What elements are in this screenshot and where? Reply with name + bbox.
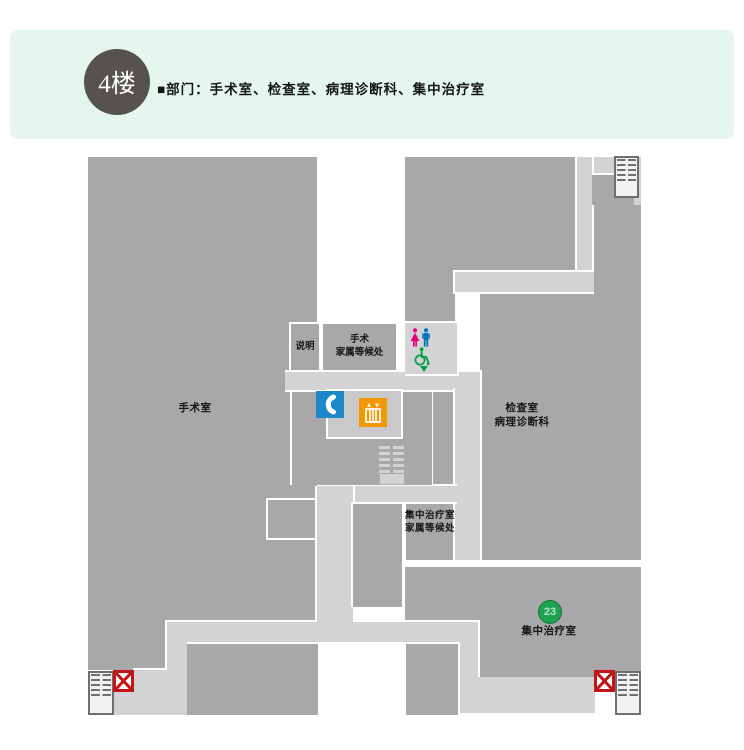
corridor-bottomleft-pad xyxy=(133,668,167,692)
department-list-line: ■部门：手术室、检查室、病理诊断科、集中治疗室 xyxy=(157,82,486,97)
room-number: 23 xyxy=(543,606,557,618)
corridor-exam-vertical xyxy=(453,388,482,560)
icu-family-waiting-label: 集中治疗室 家属等候处 xyxy=(398,510,462,536)
floor-number-badge: 4楼 xyxy=(84,49,150,115)
surgery-waiting-line2: 家属等候处 xyxy=(335,348,384,358)
exam-room-text: 检查室 xyxy=(505,403,539,414)
elevator-glyph xyxy=(365,403,381,423)
wheelchair-pointer-icon xyxy=(420,366,428,372)
operating-room-block xyxy=(88,157,317,622)
stairs-icon xyxy=(88,671,114,715)
surgery-waiting-line1: 手术 xyxy=(349,335,369,345)
woman-restroom-icon xyxy=(410,328,420,347)
icu-label: 集中治疗室 xyxy=(497,625,601,639)
icu-text: 集中治疗室 xyxy=(521,626,577,637)
wheelchair-icon xyxy=(413,347,431,366)
stairs-rungs xyxy=(617,159,636,183)
icu-waiting-line1: 集中治疗室 xyxy=(404,511,455,521)
corridor-bottomleft-vertical xyxy=(165,642,189,715)
icu-block-top xyxy=(405,567,641,622)
surgery-family-waiting-box: 手术 家属等候处 xyxy=(321,322,398,372)
corridor-topright-vertical xyxy=(575,157,594,294)
corridor-mid-vertical xyxy=(315,486,355,622)
room-number-badge: 23 xyxy=(538,600,562,624)
exam-block-rightcol xyxy=(592,205,641,292)
bottomleft-block xyxy=(187,642,318,715)
x-glyph xyxy=(597,673,612,689)
stairs-landing-tab xyxy=(380,474,404,484)
stairs-rungs xyxy=(91,674,111,699)
lower-middle-block xyxy=(351,502,402,607)
no-entry-icon xyxy=(113,670,134,692)
stairs-icon xyxy=(615,671,641,715)
central-utility-sliver xyxy=(433,392,453,484)
exam-block-leftcol xyxy=(405,272,455,321)
stairs-icon xyxy=(614,156,639,198)
operating-room-block-lower xyxy=(88,622,167,670)
legend-label: 说明 xyxy=(295,341,315,352)
corridor-exam-horizontal xyxy=(453,270,594,294)
operating-room-label: 手术室 xyxy=(145,402,245,416)
man-restroom-icon xyxy=(421,328,431,347)
x-glyph xyxy=(116,673,131,689)
no-entry-icon xyxy=(594,670,615,692)
stairs-icon xyxy=(379,446,404,474)
icu-block-lower xyxy=(478,622,641,677)
woman-glyph xyxy=(410,328,420,347)
operating-room-text: 手术室 xyxy=(178,403,212,414)
exam-block-main xyxy=(480,292,641,560)
corridor-bottomright-strip xyxy=(480,675,595,698)
elevator-icon xyxy=(359,398,387,427)
phone-glyph xyxy=(325,394,336,415)
exam-block-topleft xyxy=(405,157,577,272)
corridor-icu-vertical xyxy=(458,620,480,713)
wheelchair-glyph xyxy=(414,347,430,366)
icu-waiting-line2: 家属等候处 xyxy=(404,524,455,534)
stairs-rungs xyxy=(618,674,638,699)
floor-number-label: 4楼 xyxy=(98,71,136,98)
man-glyph xyxy=(422,328,430,347)
icu-block-leftcol xyxy=(406,642,460,715)
corridor-bottom-band xyxy=(165,620,458,644)
exam-pathology-label: 检查室 病理诊断科 xyxy=(472,402,572,430)
icu-family-waiting-box xyxy=(406,502,455,560)
pathology-text: 病理诊断科 xyxy=(494,417,550,428)
legend-box: 说明 xyxy=(289,322,321,372)
phone-icon xyxy=(316,391,344,418)
outlined-room-box xyxy=(266,498,317,540)
corridor-bottomright-strip2 xyxy=(480,698,595,713)
